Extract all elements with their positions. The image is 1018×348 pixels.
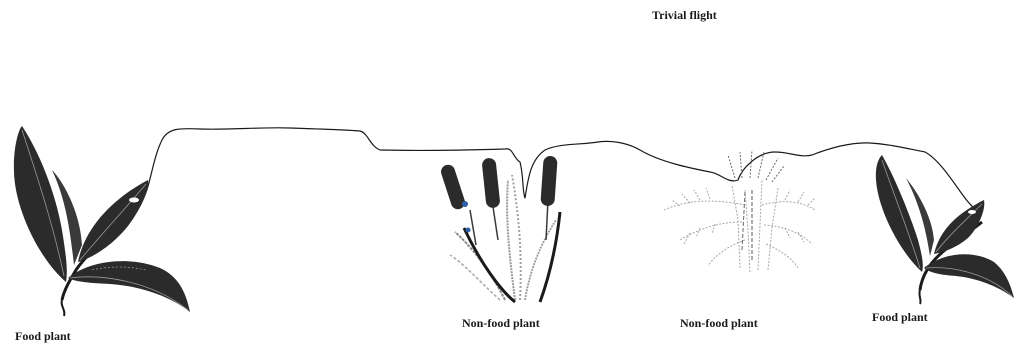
leafy-plant-icon xyxy=(876,155,1014,304)
umbellifer-plant-icon xyxy=(664,150,815,272)
label-food-plant-left: Food plant xyxy=(15,329,71,344)
cattail-reed-icon xyxy=(439,156,560,302)
diagram-title: Trivial flight xyxy=(652,8,717,23)
label-food-plant-right: Food plant xyxy=(872,310,928,325)
label-non-food-plant-2: Non-food plant xyxy=(680,316,758,331)
leafy-plant-icon xyxy=(14,126,190,316)
flight-path xyxy=(142,128,980,214)
label-non-food-plant-1: Non-food plant xyxy=(462,316,540,331)
